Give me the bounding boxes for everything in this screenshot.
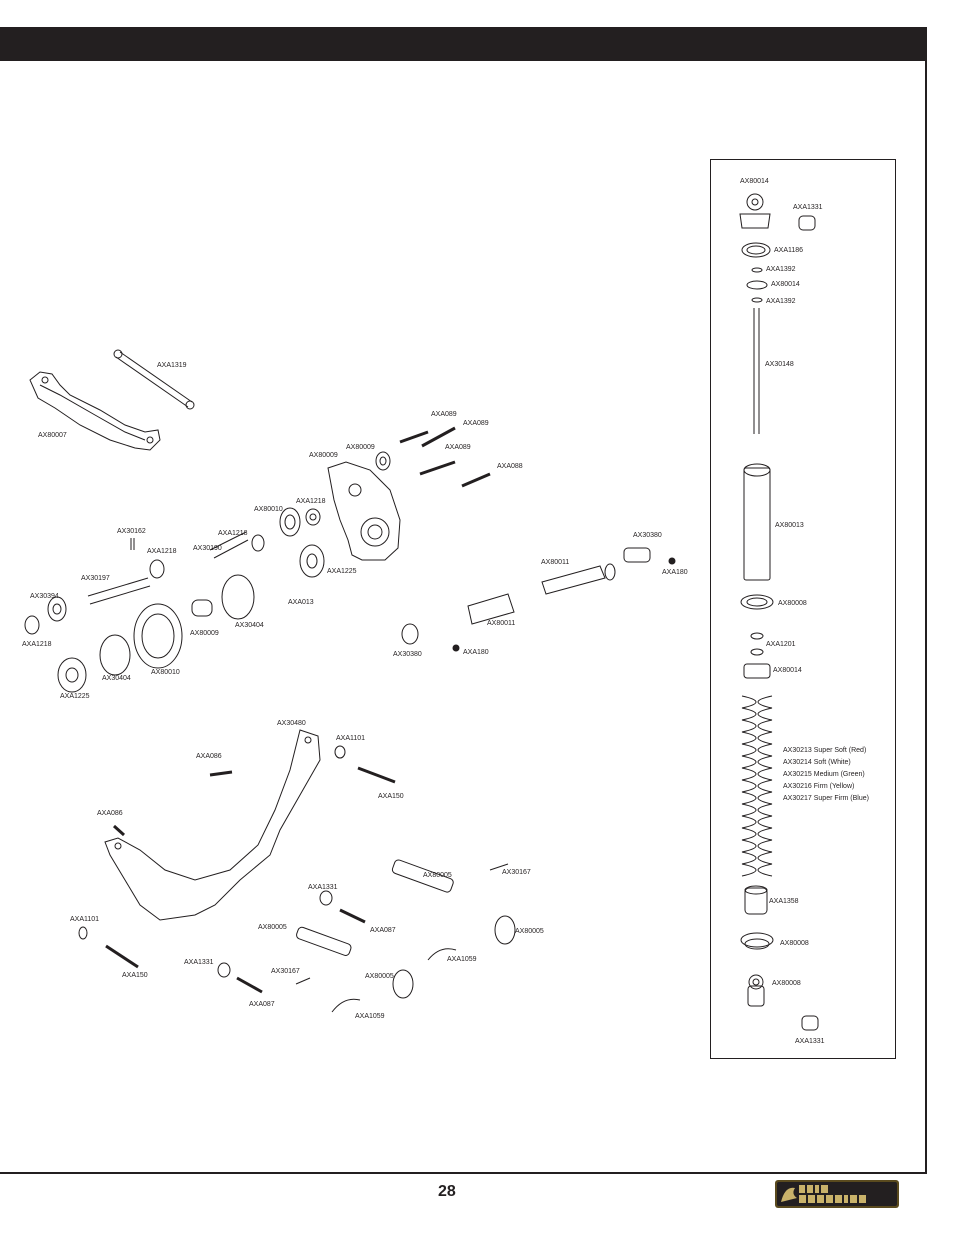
shock-part-label: AX80008 [778, 600, 807, 607]
part-label: AX80011 [487, 620, 516, 627]
part-label: AXA013 [288, 599, 314, 606]
shock-part-label: AX80008 [780, 940, 809, 947]
rod-part [113, 349, 195, 410]
part-label: AX80005 [365, 973, 394, 980]
part-label: AX30167 [271, 968, 300, 975]
part-label: AX30197 [81, 575, 110, 582]
spring-option-label: AX30213 Super Soft (Red) [783, 747, 867, 754]
part-label: AX80010 [151, 669, 180, 676]
spring-option-label: AX30217 Super Firm (Blue) [783, 795, 869, 802]
part-label: AX80009 [309, 452, 338, 459]
part-label: AXA1225 [60, 693, 90, 700]
shock-part-label: AXA1331 [795, 1038, 825, 1045]
part-label: AXA1218 [22, 641, 52, 648]
shock-part-label: AXA1392 [766, 266, 796, 273]
part-label: AXA1101 [70, 916, 100, 923]
part-label: AXA088 [497, 463, 523, 470]
shock-part-label: AXA1186 [774, 247, 804, 254]
part-label: AXA086 [196, 753, 222, 760]
part-label: AX80005 [423, 872, 452, 879]
shock-part-label: AXA1331 [793, 204, 823, 211]
part-label: AX80011 [541, 559, 570, 566]
shock-part-label: AXA1392 [766, 298, 796, 305]
part-label: AX30404 [102, 675, 131, 682]
part-label: AXA087 [249, 1001, 275, 1008]
part-label: AXA087 [370, 927, 396, 934]
part-label: AXA1218 [218, 530, 248, 537]
shock-part-label: AX80013 [775, 522, 804, 529]
part-label: AX80007 [38, 432, 67, 439]
shock-part-label: AXA1358 [769, 898, 799, 905]
part-label: AX30162 [117, 528, 146, 535]
part-label: AXA150 [378, 793, 404, 800]
chassis-plate-part [104, 729, 321, 921]
part-label: AXA089 [463, 420, 489, 427]
part-label: AX80005 [258, 924, 287, 931]
shock-part-label: AXA1201 [766, 641, 796, 648]
part-label: AX30480 [277, 720, 306, 727]
part-label: AXA089 [445, 444, 471, 451]
gearbox-housing-part [327, 461, 401, 561]
part-label: AX30394 [30, 593, 59, 600]
part-label: AX30380 [393, 651, 422, 658]
shock-detail-box [710, 159, 896, 1059]
part-label: AXA086 [97, 810, 123, 817]
shock-part-label: AX30148 [765, 361, 794, 368]
shock-part-label: AX80014 [771, 281, 800, 288]
page-number: 28 [438, 1183, 456, 1200]
driveshafts [401, 547, 676, 652]
shock-parts [739, 193, 819, 1031]
ax10-scorpion-logo [775, 1180, 899, 1208]
part-label: AXA180 [662, 569, 688, 576]
part-label: AXA089 [431, 411, 457, 418]
part-label: AX80010 [254, 506, 283, 513]
part-label: AXA1331 [184, 959, 214, 966]
shock-part-label: AX80014 [740, 178, 769, 185]
part-label: AX30190 [193, 545, 222, 552]
skid-arm-part [29, 371, 161, 451]
part-label: AX30380 [633, 532, 662, 539]
part-label: AXA180 [463, 649, 489, 656]
part-label: AX80009 [346, 444, 375, 451]
part-label: AX30167 [502, 869, 531, 876]
shock-part-label: AX80014 [773, 667, 802, 674]
part-label: AX80009 [190, 630, 219, 637]
right-border-rule [925, 27, 927, 1174]
misc-hardware [78, 745, 516, 1013]
part-label: AXA1218 [147, 548, 177, 555]
header-bar [0, 27, 927, 61]
shock-part-label: AX80008 [772, 980, 801, 987]
part-label: AXA1331 [308, 884, 338, 891]
part-label: AXA1218 [296, 498, 326, 505]
part-label: AXA150 [122, 972, 148, 979]
part-label: AX30404 [235, 622, 264, 629]
part-label: AXA1059 [355, 1013, 385, 1020]
bearings-gears [24, 451, 391, 693]
footer-rule [0, 1172, 927, 1174]
part-label: AXA1319 [157, 362, 187, 369]
part-label: AXA1225 [327, 568, 357, 575]
spring-option-label: AX30216 Firm (Yellow) [783, 783, 855, 790]
spring-option-label: AX30215 Medium (Green) [783, 771, 865, 778]
part-label: AXA1101 [336, 735, 366, 742]
part-label: AX80005 [515, 928, 544, 935]
screws-top [105, 426, 491, 994]
part-label: AXA1059 [447, 956, 477, 963]
spring-option-label: AX30214 Soft (White) [783, 759, 851, 766]
